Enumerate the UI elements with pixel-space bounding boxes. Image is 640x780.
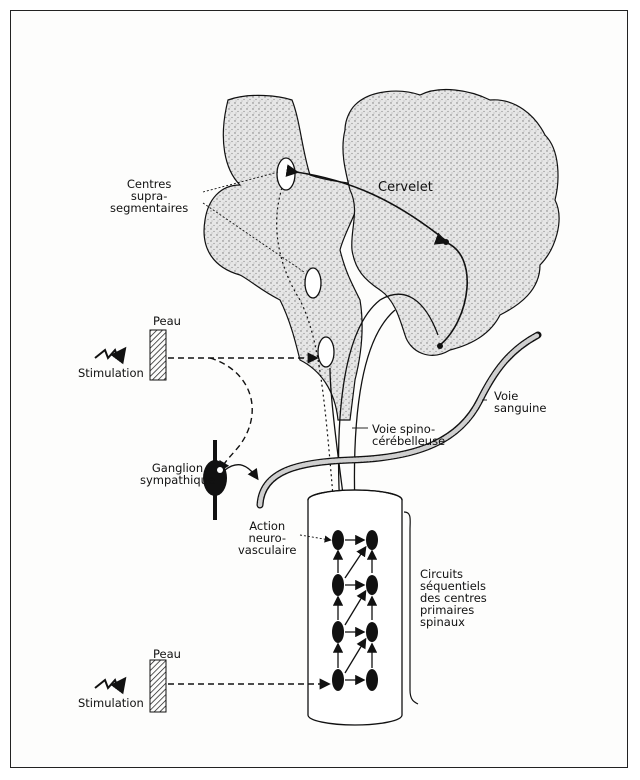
centres-label: Centres supra- segmentaires bbox=[110, 178, 188, 214]
stimulation-top-icon bbox=[95, 350, 124, 358]
voie-sanguine-label: Voie sanguine bbox=[494, 390, 546, 414]
spinal-cord-cylinder bbox=[308, 500, 402, 725]
circuits-bracket bbox=[404, 512, 418, 704]
action-label: Action neuro- vasculaire bbox=[238, 520, 296, 556]
cerebellum-shape bbox=[343, 90, 559, 356]
stimulation-bottom-label: Stimulation bbox=[78, 697, 144, 709]
ganglion-label: Ganglion sympathique bbox=[140, 462, 215, 486]
lower-centre-oval bbox=[318, 337, 334, 367]
ganglion-to-vessel-arrow bbox=[225, 465, 257, 478]
stimulation-bottom-icon bbox=[95, 680, 124, 688]
peau-top-label: Peau bbox=[153, 315, 181, 327]
skin-block-top bbox=[150, 330, 166, 380]
stimulation-top-label: Stimulation bbox=[78, 367, 144, 379]
circuits-label: Circuits séquentiels des centres primair… bbox=[420, 568, 487, 628]
peau-bottom-label: Peau bbox=[153, 648, 181, 660]
voie-spino-label: Voie spino- cérébelleuse bbox=[372, 423, 445, 447]
upper-centre-oval bbox=[277, 158, 295, 190]
middle-centre-oval bbox=[305, 268, 321, 298]
cervelet-label: Cervelet bbox=[378, 182, 433, 194]
skin-block-bottom bbox=[150, 660, 166, 712]
